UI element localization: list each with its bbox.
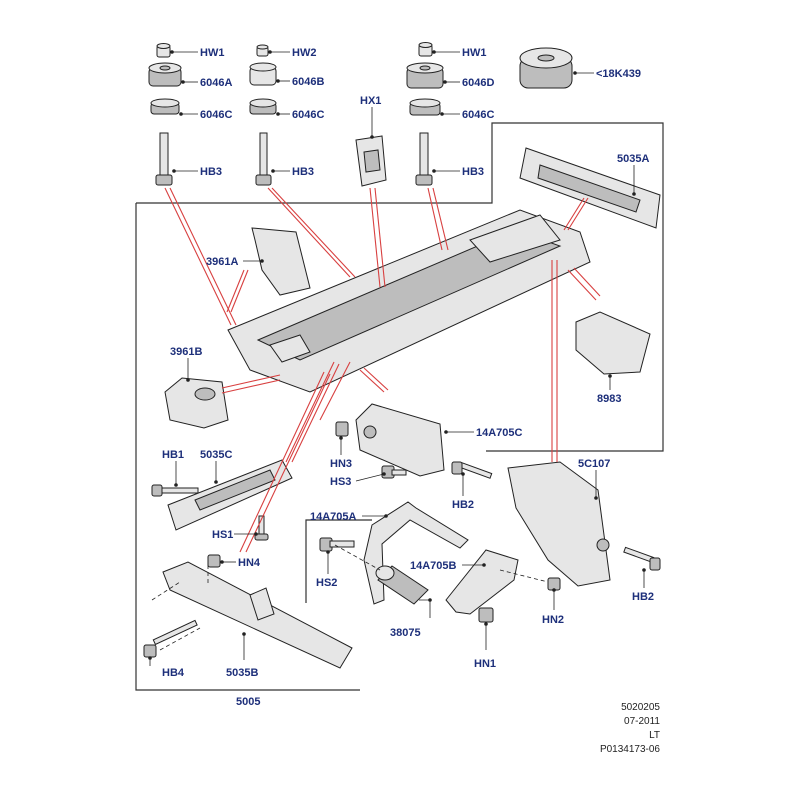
label-hb1: HB1 (162, 449, 184, 461)
label-hx1: HX1 (360, 95, 381, 107)
mount-bracket-group-frame (305, 519, 372, 603)
label-3961a: 3961A (206, 256, 238, 268)
bolt-hb4 (143, 619, 198, 658)
info-code: 5020205 (621, 702, 660, 713)
bolt-hb3-c (415, 132, 433, 186)
label-hw2: HW2 (292, 47, 316, 59)
label-3961b: 3961B (170, 346, 202, 358)
alignment-lines (151, 544, 549, 651)
label-hs1: HS1 (212, 529, 233, 541)
label-5005: 5005 (236, 696, 260, 708)
leader-lines (148, 50, 646, 666)
label-hb2-a: HB2 (452, 499, 474, 511)
crossmember-5035a (519, 147, 661, 229)
label-hn4: HN4 (238, 557, 261, 569)
label-hw1-a: HW1 (200, 47, 224, 59)
insulator-38075 (375, 565, 429, 605)
label-6046c-c: 6046C (462, 109, 494, 121)
nut-hn1 (478, 607, 494, 623)
label-8983: 8983 (597, 393, 621, 405)
label-hs3: HS3 (330, 476, 351, 488)
bracket-14a705b (445, 549, 519, 615)
washer-6046c-b (249, 98, 277, 115)
label-5035a: 5035A (617, 153, 649, 165)
info-side: LT (649, 730, 660, 741)
chassis-frame (227, 209, 591, 393)
label-hb2-b: HB2 (632, 591, 654, 603)
bolt-hb1 (151, 484, 199, 497)
bolt-hs2 (319, 537, 355, 552)
body-mount-18k439 (519, 47, 573, 89)
bolt-hb3-b (255, 132, 272, 186)
label-14a705b: 14A705B (410, 560, 457, 572)
screw-hs1 (254, 515, 269, 541)
body-mount-6046a (148, 62, 182, 87)
chassis-group-frame (136, 122, 664, 452)
hw1-nut-a (156, 43, 171, 58)
bracket-3961b (164, 377, 229, 429)
body-mount-6046d (406, 62, 444, 89)
label-hw1-b: HW1 (462, 47, 486, 59)
clip-hx1 (355, 135, 387, 187)
bracket-14a705a (363, 501, 469, 605)
info-ref: P0134173-06 (600, 744, 660, 755)
label-5035b: 5035B (226, 667, 258, 679)
label-14a705c: 14A705C (476, 427, 523, 439)
label-hb3-b: HB3 (292, 166, 314, 178)
label-hn2: HN2 (542, 614, 564, 626)
bracket-3961a (251, 227, 311, 296)
label-hs2: HS2 (316, 577, 337, 589)
chassis-group-frame-left (135, 203, 360, 691)
label-hn1: HN1 (474, 658, 496, 670)
bolt-hb2-b (623, 546, 661, 571)
label-6046a: 6046A (200, 77, 232, 89)
crossmember-5035c (167, 459, 293, 531)
label-hb3-c: HB3 (462, 166, 484, 178)
hw1-nut-b (418, 42, 433, 57)
crossmember-5035b (162, 561, 353, 669)
label-6046d: 6046D (462, 77, 494, 89)
diagram-info: 5020205 07-2011 LT P0134173-06 (600, 702, 660, 755)
label-18k439: <18K439 (596, 68, 641, 80)
label-6046c-b: 6046C (292, 109, 324, 121)
nut-hn3 (335, 421, 349, 437)
highlight-lines (164, 187, 601, 553)
shield-8983 (575, 311, 651, 375)
label-14a705a: 14A705A (310, 511, 357, 523)
label-5c107: 5C107 (578, 458, 610, 470)
guard-5c107 (507, 461, 611, 587)
label-6046b: 6046B (292, 76, 324, 88)
washer-6046c-a (150, 98, 180, 115)
label-6046c-a: 6046C (200, 109, 232, 121)
label-hb4: HB4 (162, 667, 185, 679)
label-hb3-a: HB3 (200, 166, 222, 178)
bolt-hb2-a (451, 461, 493, 479)
label-5035c: 5035C (200, 449, 232, 461)
hw2-nut (256, 44, 269, 57)
nut-hn4 (207, 554, 221, 568)
body-mount-6046b (249, 62, 277, 86)
washer-6046c-c (409, 98, 441, 116)
label-38075: 38075 (390, 627, 421, 639)
part-labels: HW1 HW2 HW1 6046A 6046B 6046D <18K439 60… (162, 47, 654, 708)
bolt-hb3-a (155, 132, 173, 186)
mount-14a705c (355, 403, 445, 477)
label-hn3: HN3 (330, 458, 352, 470)
info-date: 07-2011 (624, 716, 660, 727)
